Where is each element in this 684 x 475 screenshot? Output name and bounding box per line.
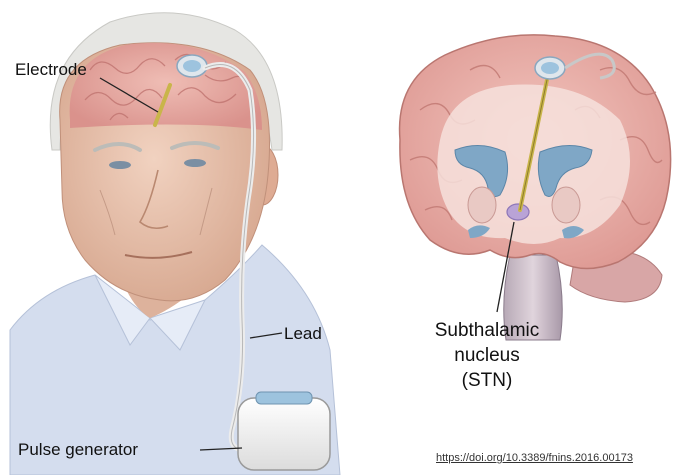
stn-label-line3: (STN) bbox=[392, 368, 582, 393]
citation-link[interactable]: https://doi.org/10.3389/fnins.2016.00173 bbox=[436, 452, 633, 464]
patient-figure bbox=[10, 13, 340, 475]
basal-ganglia-left bbox=[468, 187, 496, 223]
pulse-generator-body bbox=[238, 398, 330, 470]
burr-hole-cap-center bbox=[183, 60, 201, 72]
stn-label-line1: Subthalamic bbox=[392, 318, 582, 343]
subthalamic-nucleus bbox=[507, 204, 529, 220]
right-eye bbox=[184, 159, 206, 167]
stn-label-line2: nucleus bbox=[392, 343, 582, 368]
pulse-generator-label: Pulse generator bbox=[18, 440, 138, 460]
pulse-generator-header bbox=[256, 392, 312, 404]
basal-ganglia-right bbox=[552, 187, 580, 223]
coronal-brain-section bbox=[400, 35, 671, 340]
stn-label: Subthalamic nucleus (STN) bbox=[392, 318, 582, 393]
left-eye bbox=[109, 161, 131, 169]
electrode-label: Electrode bbox=[15, 60, 87, 80]
lead-label: Lead bbox=[284, 324, 322, 344]
